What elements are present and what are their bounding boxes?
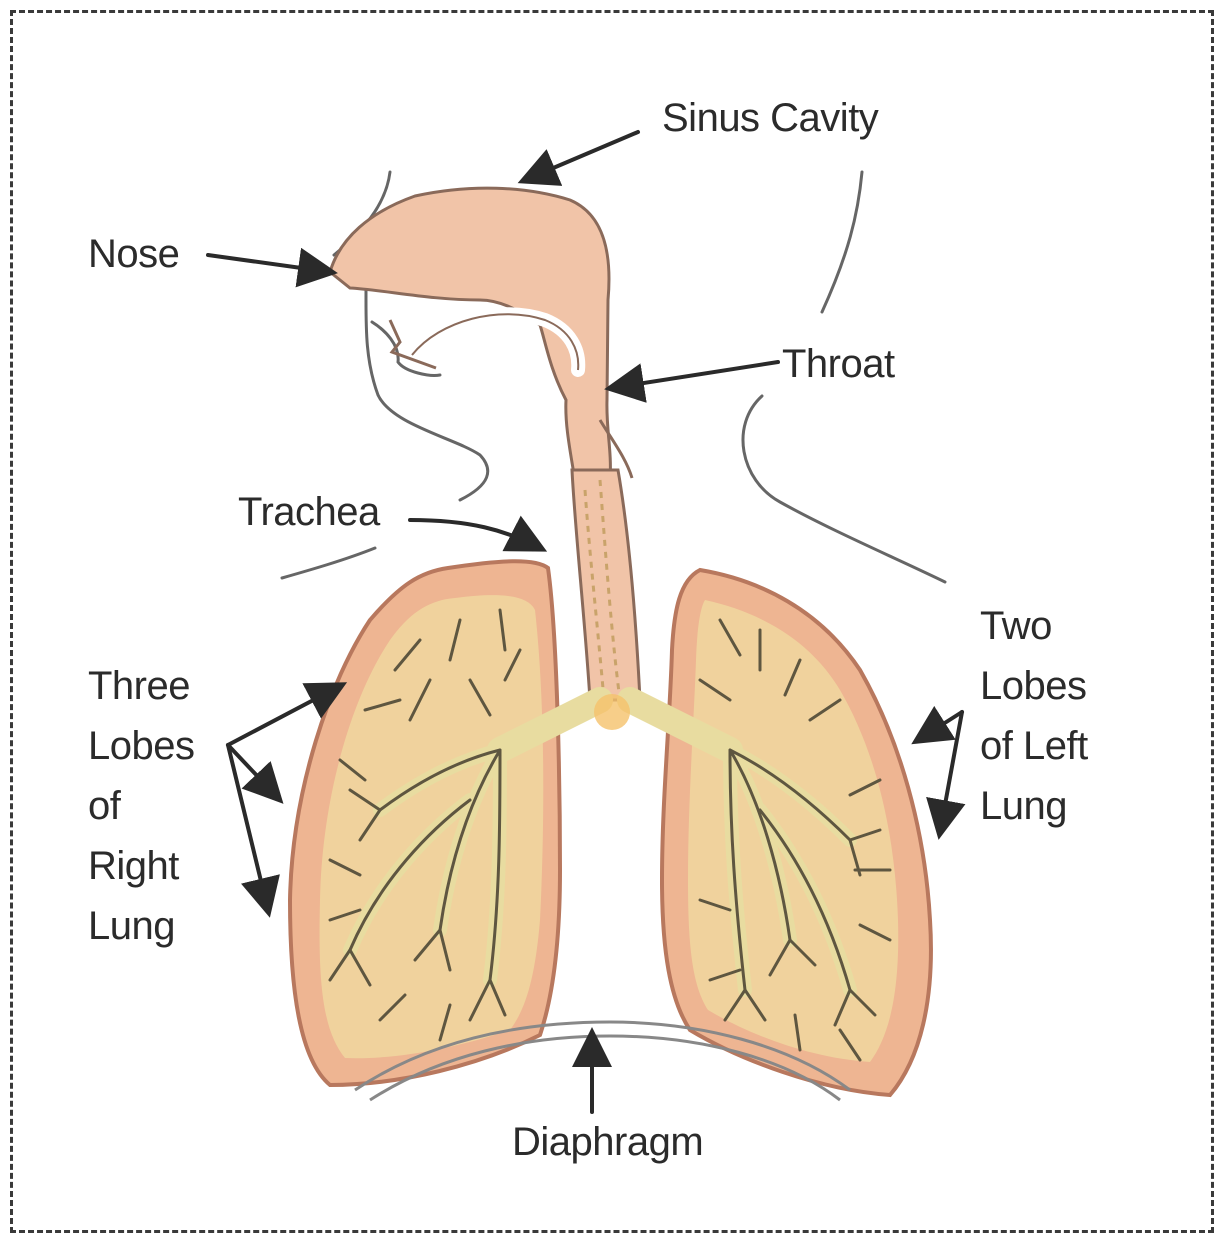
arrow-right-lung-lower bbox=[228, 745, 268, 910]
label-left-lung-line-4: Lung bbox=[980, 776, 1088, 836]
sinus-cavity-shape bbox=[330, 188, 632, 480]
arrow-trachea bbox=[410, 520, 540, 548]
label-left-lung-line-2: Lobes bbox=[980, 656, 1088, 716]
label-right-lung-line-1: Three bbox=[88, 656, 194, 716]
label-right-lung-line-2: Lobes bbox=[88, 716, 194, 776]
trachea-shape bbox=[572, 470, 640, 700]
arrow-nose bbox=[208, 255, 330, 272]
arrow-throat bbox=[612, 362, 778, 388]
right-lung bbox=[290, 561, 560, 1085]
label-left-lung: Two Lobes of Left Lung bbox=[980, 596, 1088, 836]
label-nose: Nose bbox=[88, 224, 179, 284]
label-right-lung-line-3: of bbox=[88, 776, 194, 836]
arrow-left-lung-upper bbox=[918, 712, 962, 740]
label-sinus-cavity: Sinus Cavity bbox=[662, 88, 878, 148]
label-diaphragm: Diaphragm bbox=[512, 1112, 703, 1172]
label-trachea: Trachea bbox=[238, 482, 380, 542]
carina-highlight bbox=[594, 694, 630, 730]
label-right-lung-line-4: Right bbox=[88, 836, 194, 896]
label-right-lung: Three Lobes of Right Lung bbox=[88, 656, 194, 956]
arrow-left-lung-lower bbox=[940, 712, 962, 832]
label-left-lung-line-3: of Left bbox=[980, 716, 1088, 776]
label-right-lung-line-5: Lung bbox=[88, 896, 194, 956]
label-left-lung-line-1: Two bbox=[980, 596, 1088, 656]
label-throat: Throat bbox=[782, 334, 895, 394]
arrow-sinus-cavity bbox=[525, 132, 638, 180]
